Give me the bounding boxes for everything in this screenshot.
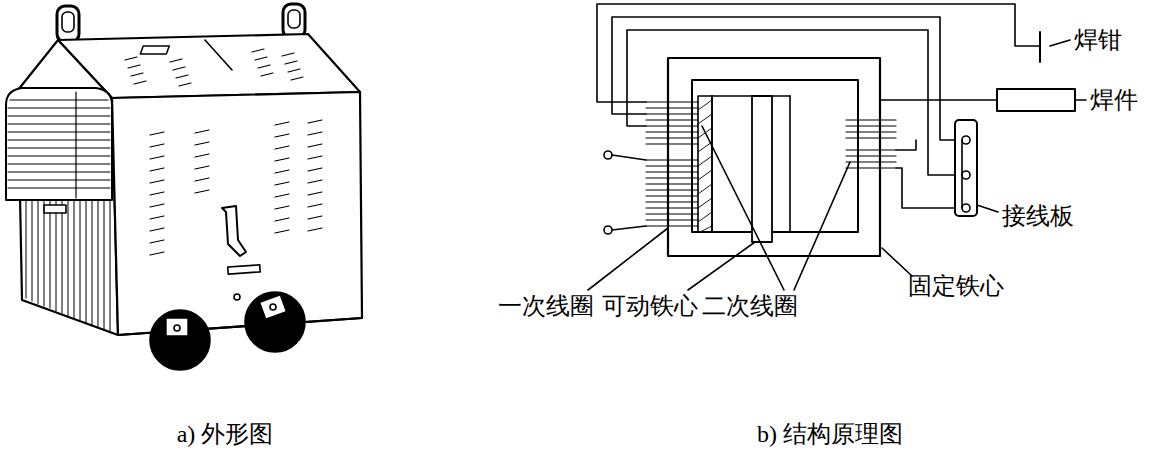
part-label: 一次线圈 (498, 292, 594, 320)
part-label: 接线板 (1002, 202, 1074, 230)
welder-cabinet (6, 4, 362, 370)
part-label: 焊件 (1090, 86, 1138, 114)
part-label: 二次线圈 (702, 292, 798, 320)
part-label: 固定铁心 (908, 272, 1004, 300)
part-label: 可动铁心 (602, 292, 698, 320)
transformer-schematic (588, 4, 1086, 290)
part-label: 焊钳 (1074, 26, 1122, 54)
subfigure-caption: b) 结构原理图 (757, 420, 903, 448)
subfigure-caption: a) 外形图 (177, 420, 274, 448)
